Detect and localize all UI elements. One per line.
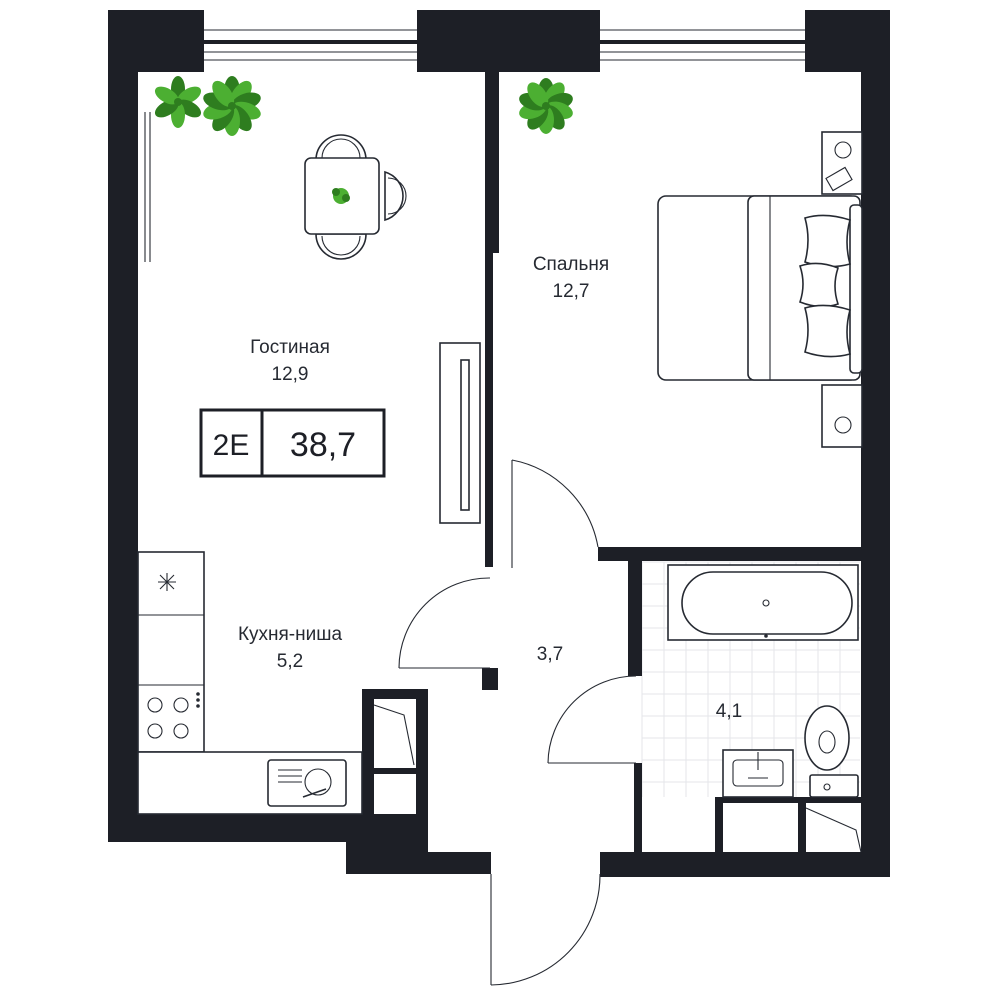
room-name: Кухня-ниша (238, 624, 343, 645)
plant-icon (154, 76, 202, 128)
room-bathroom: 4,1 (716, 701, 742, 722)
stove-icon (147, 692, 200, 739)
bathtub-icon (667, 564, 859, 641)
room-area: 5,2 (277, 651, 303, 672)
apartment-badge: 2Е 38,7 (199, 408, 386, 478)
room-area: 3,7 (537, 644, 563, 665)
fridge-icon (158, 573, 176, 591)
room-area: 4,1 (716, 701, 742, 722)
sink-icon (722, 749, 794, 798)
interior-wall (485, 66, 499, 253)
plant-icon (154, 76, 202, 128)
room-bedroom: Спальня 12,7 (533, 254, 609, 302)
outer-wall-left (108, 10, 138, 842)
windows (204, 29, 805, 61)
tv-stand (439, 342, 481, 524)
kitchen-sink-icon (267, 759, 347, 807)
walls (108, 10, 890, 877)
room-name: Гостиная (250, 337, 330, 358)
wall-pillar (108, 10, 204, 72)
toilet-icon (804, 705, 859, 798)
apartment-type: 2Е (213, 429, 250, 462)
outer-wall-bottom (600, 852, 890, 877)
outer-wall-right (861, 10, 890, 877)
bed-icon (657, 195, 863, 381)
dining-set-icon (304, 134, 407, 260)
interior-wall (598, 547, 861, 561)
total-area: 38,7 (290, 426, 356, 464)
room-kitchen: Кухня-ниша 5,2 (238, 624, 343, 672)
plant-icon (519, 78, 573, 134)
nightstand (821, 131, 863, 195)
wall-pillar (417, 10, 600, 72)
outer-wall-bottom (108, 814, 346, 842)
room-hall: 3,7 (537, 644, 563, 665)
kitchen-counter (137, 551, 363, 815)
plant-icon (203, 76, 261, 136)
doors (373, 459, 862, 986)
room-living: Гостиная 12,9 (250, 337, 330, 385)
room-area: 12,9 (272, 364, 309, 385)
room-name: Спальня (533, 254, 609, 275)
nightstand (821, 384, 863, 448)
room-area: 12,7 (553, 281, 590, 302)
